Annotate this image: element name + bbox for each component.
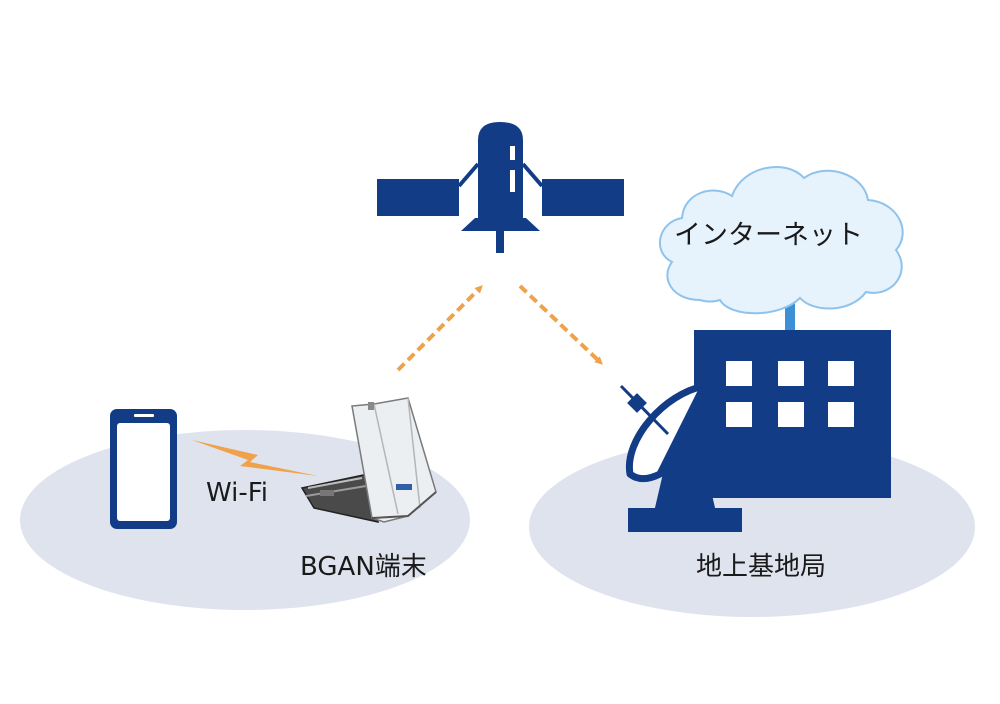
satellite-icon [377,122,624,253]
wifi-signal-icon [192,440,318,476]
downlink-arrow [518,284,603,365]
internet-link [785,290,795,332]
ground-station-label: 地上基地局 [696,552,827,582]
building-icon [694,330,891,498]
cloud-icon [659,166,904,315]
uplink-arrow [396,285,483,372]
smartphone-icon [110,409,177,529]
bgan-terminal-label: BGAN端末 [300,552,427,582]
wifi-label: Wi-Fi [206,478,269,508]
bgan-terminal-icon [300,397,437,523]
internet-label: インターネット [674,220,863,251]
satellite-dish-icon [619,382,742,532]
